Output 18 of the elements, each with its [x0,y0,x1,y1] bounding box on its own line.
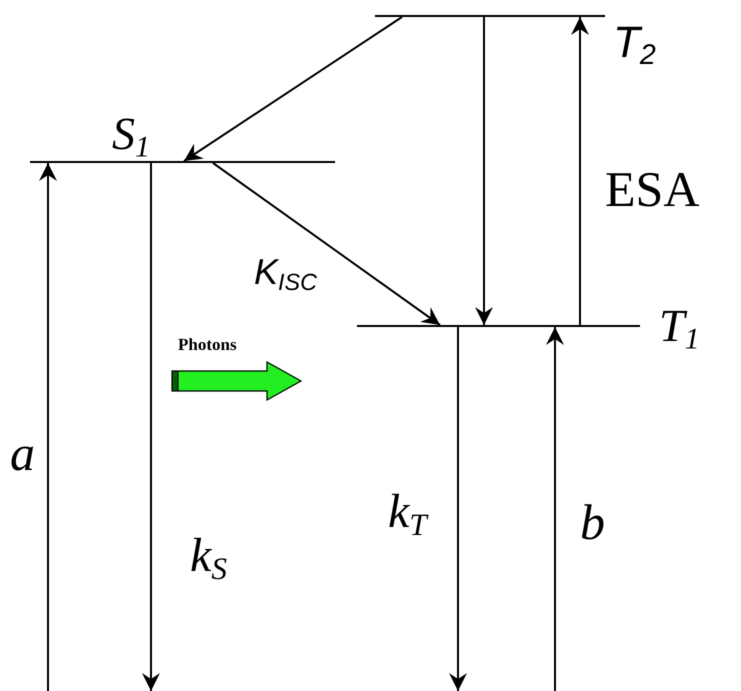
edge-label: k$_{S}$ [190,532,227,584]
edge-label: K$_{ISC}$ [254,254,318,294]
edge-label: k$_{T}$ [388,488,427,540]
arrow [142,163,160,691]
edge-label: b [580,497,605,547]
edge-label: ESA [605,164,700,214]
arrow [475,17,493,325]
arrow [546,327,564,691]
arrow [183,16,403,162]
level-label: T$_{1}$ [659,303,700,354]
arrow [449,327,467,691]
arrow [212,162,441,326]
edge-label: a [10,428,35,478]
arrow [571,17,589,325]
arrow [39,163,57,691]
level-label: T$_{2}$ [613,21,656,70]
text-label: Photons [178,336,237,353]
level-label: S$_{1}$ [112,111,150,162]
